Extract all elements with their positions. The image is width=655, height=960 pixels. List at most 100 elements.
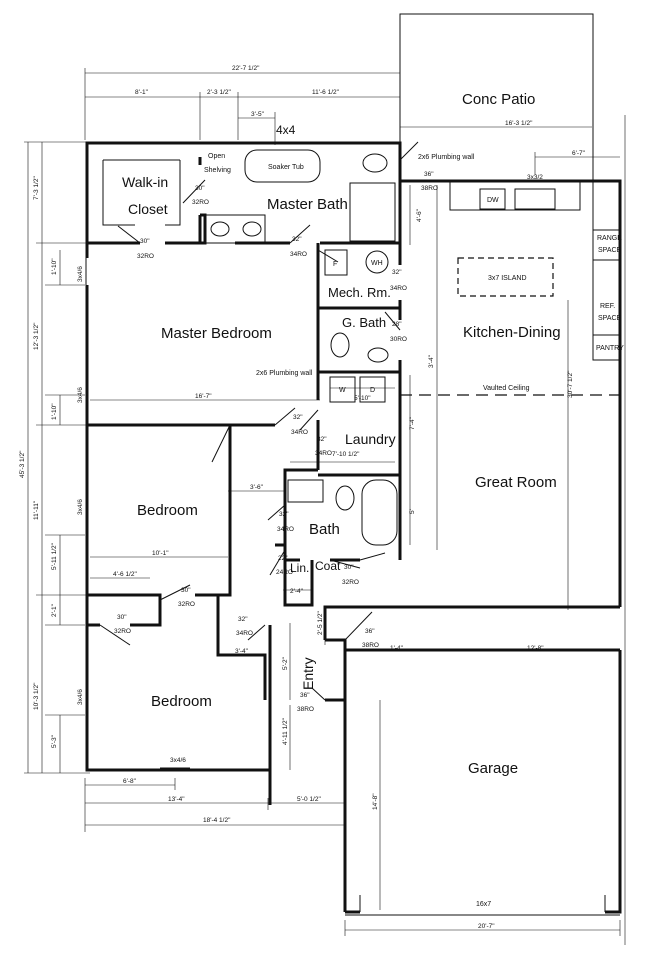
gbath-sink[interactable] xyxy=(367,347,389,363)
dim-k-7-4: 7'-4" xyxy=(409,416,416,430)
svg-text:30": 30" xyxy=(140,238,150,245)
svg-text:36": 36" xyxy=(365,628,375,635)
room-walk-in: Walk-in xyxy=(122,174,168,190)
water-heater[interactable] xyxy=(365,250,389,274)
master-toilet[interactable] xyxy=(362,153,388,173)
window-label: 3x3/2 xyxy=(527,174,543,181)
svg-text:32RO: 32RO xyxy=(178,601,195,608)
gbath-toilet[interactable] xyxy=(330,332,350,358)
door-label: 36"38RO xyxy=(421,171,438,192)
sink-2 xyxy=(242,221,262,237)
room-labels: Conc Patio Walk-in Closet Master Bath Me… xyxy=(122,91,561,777)
soaker-tub[interactable] xyxy=(244,149,321,183)
door-label: 36" 38RO xyxy=(362,628,379,649)
dim-left-1-10a: 1'-10" xyxy=(51,258,58,275)
note-dw: DW xyxy=(487,197,499,204)
room-g-bath: G. Bath xyxy=(342,315,386,330)
washer[interactable] xyxy=(329,376,356,403)
kitchen-sink[interactable] xyxy=(514,188,556,210)
window-label: 3x4/6 xyxy=(77,689,84,705)
room-laundry: Laundry xyxy=(345,431,396,447)
door-label: 32"34RO xyxy=(315,436,332,457)
kitchen-counter xyxy=(449,181,594,360)
dishwasher[interactable] xyxy=(479,188,506,210)
room-great-room: Great Room xyxy=(475,474,557,491)
svg-text:34RO: 34RO xyxy=(277,526,294,533)
room-bedroom-2: Bedroom xyxy=(151,693,212,710)
note-plumbing-wall-top: 2x6 Plumbing wall xyxy=(418,154,475,161)
bath-sink[interactable] xyxy=(287,479,324,503)
svg-text:22": 22" xyxy=(278,555,288,562)
note-washer: W xyxy=(339,387,346,394)
svg-text:30": 30" xyxy=(181,587,191,594)
dim-left-11-11: 11'-11" xyxy=(33,500,40,520)
door-label: 30"32RO xyxy=(114,614,131,635)
dim-left-12-3: 12'-3 1/2" xyxy=(33,322,40,350)
dim-k-4-6: 4'-6" xyxy=(416,208,423,222)
dim-patio-width: 16'-3 1/2" xyxy=(505,120,533,127)
kitchen-island xyxy=(457,257,554,297)
dim-entry-2-5: 2'-5 1/2" xyxy=(317,611,324,635)
door-swings xyxy=(99,141,419,701)
dim-bottom-5-0: 5'-0 1/2" xyxy=(297,796,321,803)
door-label: 32"34RO xyxy=(291,414,308,436)
note-garage-door: 16x7 xyxy=(476,901,491,908)
note-furnace: F xyxy=(333,261,337,268)
door-labels: 30"32RO 30"32RO 32"34RO 32"34RO 36"38RO … xyxy=(114,171,438,713)
sink-1 xyxy=(210,221,230,237)
svg-text:38RO: 38RO xyxy=(362,642,379,649)
svg-text:34RO: 34RO xyxy=(291,429,308,436)
svg-text:30RO: 30RO xyxy=(390,336,407,343)
dim-garage-depth: 14'-8" xyxy=(372,793,379,810)
note-skylight: 4x4 xyxy=(276,123,296,137)
dim-entry-1-4: 1'-4" xyxy=(390,645,404,652)
master-vanity[interactable] xyxy=(204,214,266,244)
bath-toilet[interactable] xyxy=(335,485,355,511)
window-labels: 3x4/6 3x4/6 3x4/6 3x4/6 3x4/6 3x3/2 xyxy=(77,174,543,764)
svg-text:34RO: 34RO xyxy=(236,630,253,637)
dim-top-11-6: 11'-6 1/2" xyxy=(312,89,340,96)
dim-laundry-7-10: 7'-10 1/2" xyxy=(332,451,360,458)
door-label: 30"32RO xyxy=(137,238,154,260)
dim-bottom-18-4: 18'-4 1/2" xyxy=(203,817,231,824)
dim-k-3-4: 3'-4" xyxy=(428,354,435,368)
svg-text:32": 32" xyxy=(292,236,302,243)
note-water-heater: WH xyxy=(371,260,383,267)
furnace[interactable] xyxy=(324,249,348,276)
note-ref-2: SPACE xyxy=(598,315,622,322)
note-shelving: Shelving xyxy=(204,167,231,174)
dim-left-7-3: 7'-3 1/2" xyxy=(33,176,40,200)
door-label: 32"34RO xyxy=(290,236,307,258)
door-label: 30" 32RO xyxy=(178,587,195,608)
dim-lin-2-4: 2'-4" xyxy=(290,588,304,595)
window-label: 3x4/6 xyxy=(77,266,84,282)
dim-entry-5-2: 5'-2" xyxy=(282,656,289,670)
dim-bath-3-6: 3'-6" xyxy=(250,484,264,491)
dim-mb-16-7: 16'-7" xyxy=(195,393,212,400)
door-label: 22"24RO xyxy=(276,555,293,576)
svg-text:32RO: 32RO xyxy=(342,579,359,586)
svg-text:28": 28" xyxy=(392,321,402,328)
note-plumbing-wall-mid: 2x6 Plumbing wall xyxy=(256,370,313,377)
plan-notes: Open Shelving Soaker Tub 4x4 2x6 Plumbin… xyxy=(204,123,624,908)
window-label: 3x4/6 xyxy=(170,757,186,764)
dim-laundry-5-10: 5'-10" xyxy=(354,395,371,402)
dim-top-8-1: 8'-1" xyxy=(135,89,149,96)
dimension-text: 22'-7 1/2" 8'-1" 2'-3 1/2" 11'-6 1/2" 3'… xyxy=(19,65,586,930)
room-garage: Garage xyxy=(468,760,518,777)
room-coat: Coat xyxy=(315,559,341,573)
door-label: 32"34RO xyxy=(390,269,407,292)
svg-text:32RO: 32RO xyxy=(192,199,209,206)
dryer[interactable] xyxy=(359,376,386,403)
room-bedroom-1: Bedroom xyxy=(137,502,198,519)
bath-tub[interactable] xyxy=(361,479,398,546)
svg-text:32": 32" xyxy=(317,436,327,443)
door-label: 36"38RO xyxy=(297,692,314,713)
shower[interactable] xyxy=(349,182,396,242)
svg-text:38RO: 38RO xyxy=(421,185,438,192)
svg-text:30": 30" xyxy=(195,185,205,192)
door-label: 28" 30RO xyxy=(390,321,407,343)
room-kitchen-dining: Kitchen-Dining xyxy=(463,324,561,341)
dim-kitchen-6-7: 6'-7" xyxy=(572,150,586,157)
